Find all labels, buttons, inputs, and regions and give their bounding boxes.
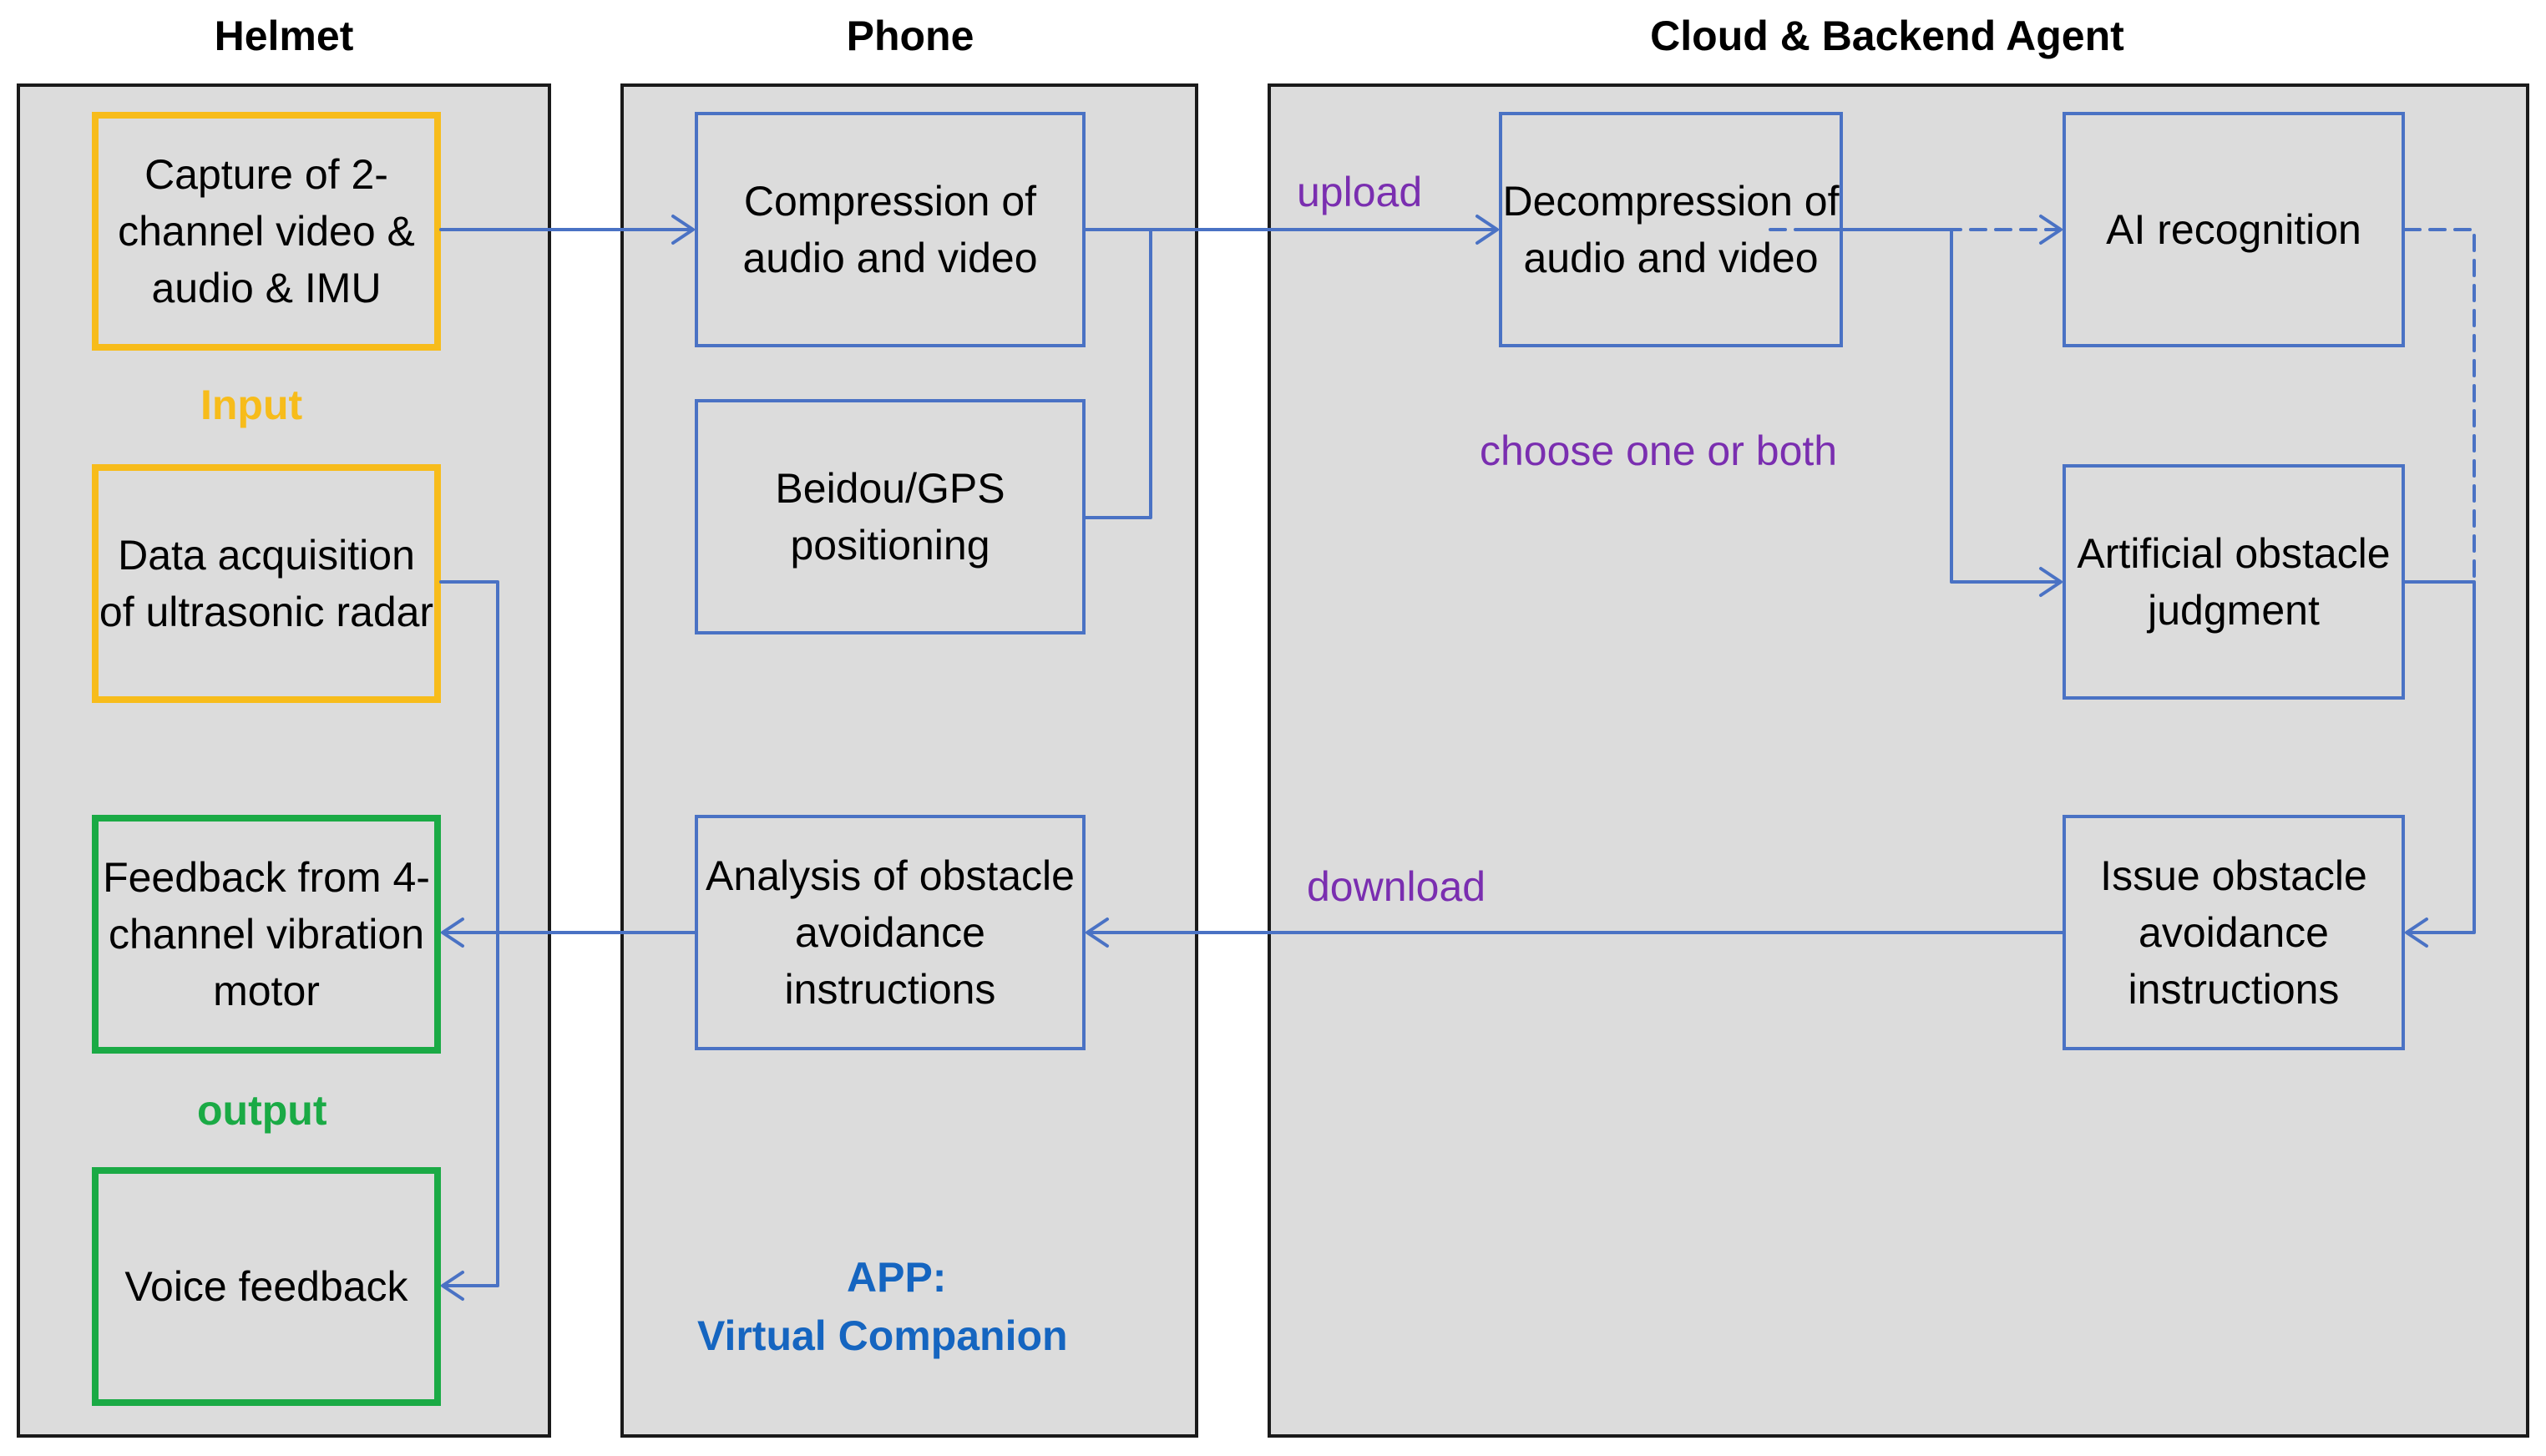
- issue-box: Issue obstacle avoidance instructions: [2063, 815, 2405, 1050]
- vibration-text: Feedback from 4-channel vibration motor: [103, 854, 430, 1014]
- app-label-line2: Virtual Companion: [697, 1312, 1068, 1359]
- helmet-title: Helmet: [214, 13, 354, 59]
- arrow-artificial-to-issue: [2403, 580, 2476, 934]
- arrow-decompression-to-artificial: [1802, 228, 2061, 584]
- arrowhead-issue: [2405, 918, 2428, 948]
- arrowhead-artificial: [2039, 567, 2063, 597]
- arrowhead-analysis: [1086, 918, 1109, 948]
- app-label-line1: APP:: [847, 1254, 947, 1301]
- input-label: Input: [200, 382, 303, 428]
- arrowhead-voice: [441, 1271, 464, 1301]
- voice-text: Voice feedback: [124, 1263, 408, 1310]
- line-ai-to-rail: [2403, 228, 2476, 584]
- capture-text: Capture of 2-channel video & audio & IMU: [118, 151, 415, 311]
- phone-title: Phone: [846, 13, 974, 59]
- ultrasonic-box: Data acquisition of ultrasonic radar: [92, 464, 441, 703]
- output-label: output: [197, 1087, 327, 1134]
- choose-label: choose one or both: [1480, 427, 1838, 474]
- cloud-title: Cloud & Backend Agent: [1650, 13, 2124, 59]
- download-label: download: [1307, 863, 1486, 910]
- arrow-ultrasonic-to-voice: [439, 580, 499, 1287]
- compression-box: Compression of audio and video: [695, 112, 1086, 347]
- upload-label: upload: [1297, 169, 1423, 215]
- arrowhead-ai: [2039, 215, 2063, 245]
- line-gps-to-join: [1084, 228, 1152, 519]
- phone-panel: [620, 83, 1198, 1438]
- voice-box: Voice feedback: [92, 1167, 441, 1406]
- gps-box: Beidou/GPS positioning: [695, 399, 1086, 634]
- helmet-panel: [17, 83, 551, 1438]
- gps-text: Beidou/GPS positioning: [775, 465, 1005, 569]
- ai-text: AI recognition: [2106, 206, 2361, 253]
- ultrasonic-text: Data acquisition of ultrasonic radar: [99, 532, 434, 635]
- arrowhead-vibration: [441, 918, 464, 948]
- analysis-box: Analysis of obstacle avoidance instructi…: [695, 815, 1086, 1050]
- arrowhead-compression: [671, 215, 695, 245]
- vibration-box: Feedback from 4-channel vibration motor: [92, 815, 441, 1054]
- issue-text: Issue obstacle avoidance instructions: [2100, 852, 2367, 1013]
- analysis-text: Analysis of obstacle avoidance instructi…: [706, 852, 1075, 1013]
- decompression-text: Decompression of audio and video: [1502, 178, 1840, 281]
- artificial-text: Artificial obstacle judgment: [2077, 530, 2391, 634]
- artificial-box: Artificial obstacle judgment: [2063, 464, 2405, 700]
- cloud-panel: [1268, 83, 2529, 1438]
- capture-box: Capture of 2-channel video & audio & IMU: [92, 112, 441, 351]
- compression-text: Compression of audio and video: [742, 178, 1038, 281]
- arrowhead-decompression: [1475, 215, 1499, 245]
